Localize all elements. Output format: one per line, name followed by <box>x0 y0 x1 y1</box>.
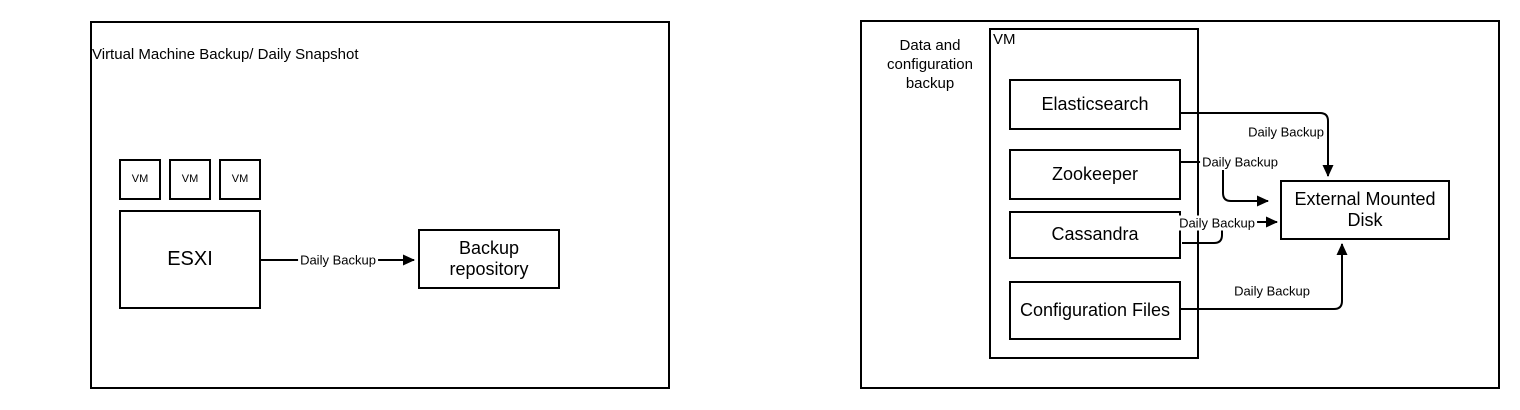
vm-box-3-label: VM <box>231 173 249 186</box>
vm-box-3: VM <box>219 159 261 200</box>
group-label: Data and configuration backup <box>887 37 973 92</box>
esxi-box: ESXI <box>119 210 261 309</box>
configuration-files-box: Configuration Files <box>1009 281 1181 340</box>
vm-box-2-label: VM <box>181 173 199 186</box>
vm-box-2: VM <box>169 159 211 200</box>
elasticsearch-label: Elasticsearch <box>1041 93 1149 114</box>
edge-label-zookeeper-daily-backup: Daily Backup <box>1200 154 1280 170</box>
elasticsearch-box: Elasticsearch <box>1009 79 1181 130</box>
edge-label-configfiles-daily-backup: Daily Backup <box>1232 283 1312 299</box>
zookeeper-to-disk-arrow <box>1222 170 1269 207</box>
vm-container-label: VM <box>993 31 1016 48</box>
edge-label-cassandra-daily-backup: Daily Backup <box>1177 215 1257 231</box>
edge-label-elasticsearch-daily-backup: Daily Backup <box>1246 124 1326 140</box>
backup-repository-label: Backup repository <box>449 237 529 279</box>
edge-label-esxi-daily-backup: Daily Backup <box>298 252 378 268</box>
esxi-label: ESXI <box>167 247 213 270</box>
vm-box-1: VM <box>119 159 161 200</box>
cassandra-label: Cassandra <box>1051 224 1139 245</box>
left-diagram-title: Virtual Machine Backup/ Daily Snapshot <box>92 46 359 63</box>
vm-backup-diagram-frame <box>90 21 670 389</box>
backup-repository-box: Backup repository <box>418 229 560 289</box>
zookeeper-box: Zookeeper <box>1009 149 1181 200</box>
external-disk-box: External Mounted Disk <box>1280 180 1450 240</box>
configfiles-to-disk-arrow <box>1181 243 1348 310</box>
cassandra-stub-line <box>1182 230 1223 244</box>
cassandra-box: Cassandra <box>1009 211 1181 259</box>
vm-box-1-label: VM <box>131 173 149 186</box>
external-disk-label: External Mounted Disk <box>1294 188 1436 230</box>
zookeeper-label: Zookeeper <box>1051 163 1139 184</box>
configuration-files-label: Configuration Files <box>1019 299 1171 320</box>
elasticsearch-to-disk-arrow <box>1181 112 1334 177</box>
